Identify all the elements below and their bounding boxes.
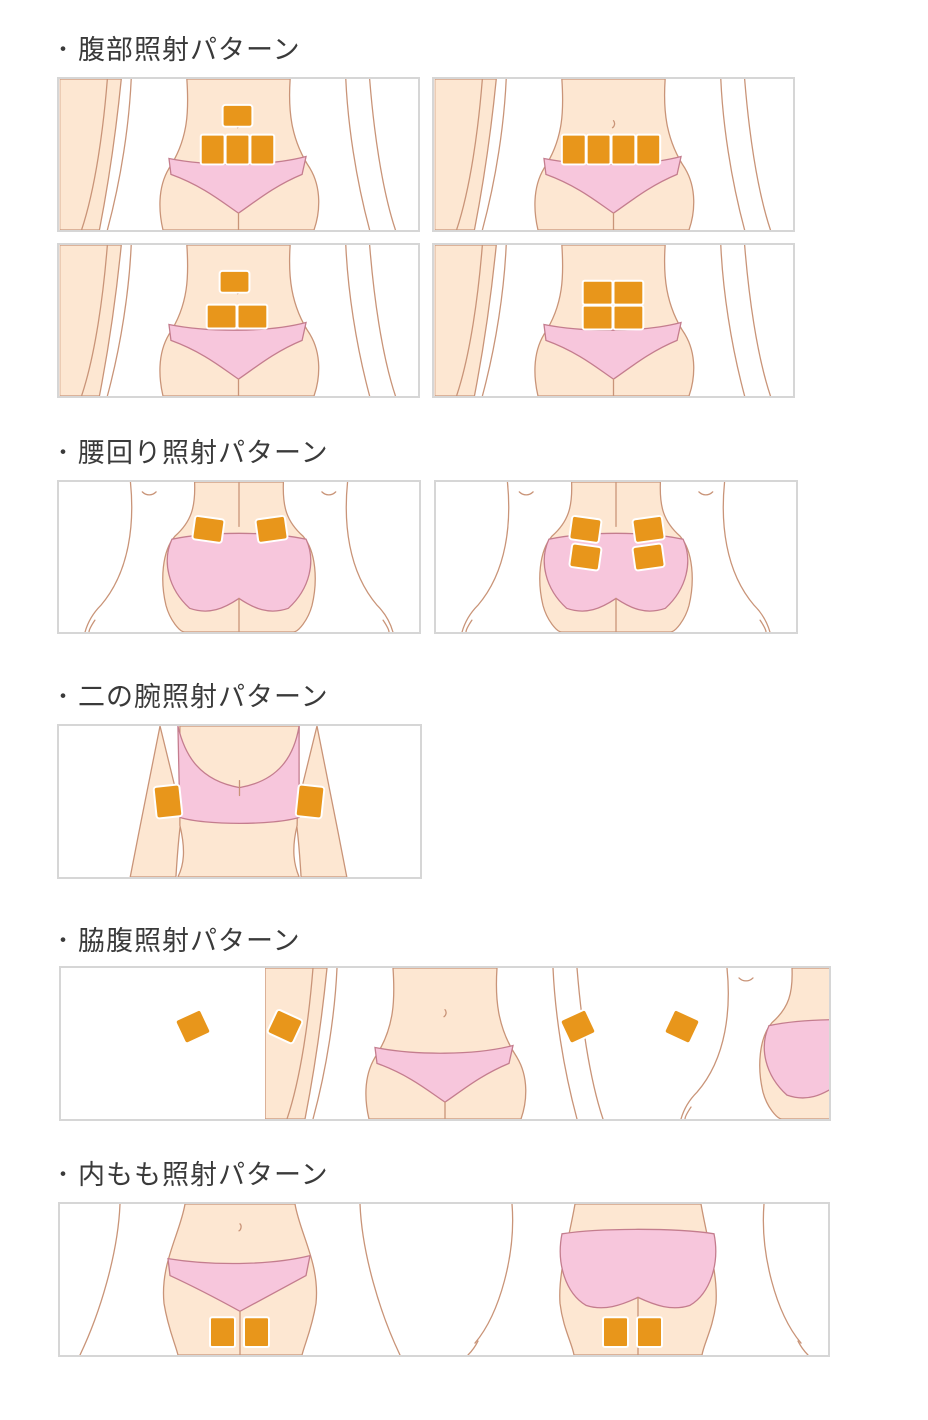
inner-thigh-pattern-figure [79, 1204, 809, 1355]
laser-pad [636, 1316, 663, 1349]
abdomen-pattern-figure-1 [59, 79, 418, 230]
laser-pad [174, 1009, 212, 1045]
laser-pad [236, 303, 269, 330]
flank-pattern-panel [59, 966, 831, 1121]
bullet: ・ [52, 441, 76, 466]
laser-pad [568, 514, 603, 544]
laser-pad [612, 304, 645, 331]
laser-pad [209, 1316, 236, 1349]
heading-text: 二の腕照射パターン [78, 682, 329, 713]
waist-pattern-panel-1 [57, 480, 421, 634]
laser-pad [254, 514, 289, 544]
laser-pad [266, 1009, 304, 1045]
section-heading-inner-thigh: ・内もも照射パターン [52, 1159, 329, 1193]
heading-text: 腹部照射パターン [78, 35, 301, 66]
bullet: ・ [52, 1163, 76, 1188]
laser-pad [294, 783, 326, 820]
section-heading-waist: ・腰回り照射パターン [52, 437, 329, 471]
heading-text: 脇腹照射パターン [78, 926, 301, 957]
abdomen-pattern-figure-2 [434, 79, 793, 230]
abdomen-pattern-figure-4 [434, 245, 793, 396]
section-heading-flank: ・脇腹照射パターン [52, 925, 301, 959]
laser-pad [631, 542, 666, 572]
upper-arm-pattern-panel [57, 724, 422, 879]
laser-pad [581, 304, 614, 331]
laser-pad [663, 1009, 701, 1045]
section-heading-abdomen: ・腹部照射パターン [52, 34, 301, 68]
laser-pad [205, 303, 238, 330]
laser-pad [568, 542, 603, 572]
laser-pad [218, 269, 251, 294]
abdomen-pattern-panel-3 [57, 243, 420, 398]
bullet: ・ [52, 685, 76, 710]
waist-pattern-figure-1 [59, 482, 419, 632]
heading-text: 腰回り照射パターン [78, 438, 329, 469]
laser-pad [221, 103, 254, 128]
abdomen-pattern-panel-1 [57, 77, 420, 232]
abdomen-pattern-panel-2 [432, 77, 795, 232]
laser-pad [152, 783, 184, 820]
laser-pad [199, 133, 226, 166]
waist-pattern-figure-2 [436, 482, 796, 632]
laser-pad [559, 1009, 597, 1045]
laser-pad [635, 133, 662, 166]
bullet: ・ [52, 929, 76, 954]
laser-pad [581, 279, 614, 306]
section-heading-upper-arm: ・二の腕照射パターン [52, 681, 329, 715]
waist-pattern-panel-2 [434, 480, 798, 634]
abdomen-pattern-figure-3 [59, 245, 418, 396]
laser-pad [243, 1316, 270, 1349]
heading-text: 内もも照射パターン [78, 1160, 329, 1191]
laser-pad [610, 133, 637, 166]
laser-pad [224, 133, 251, 166]
bullet: ・ [52, 38, 76, 63]
flank-pattern-figure [174, 968, 829, 1119]
laser-pad [585, 133, 612, 166]
abdomen-pattern-panel-4 [432, 243, 795, 398]
laser-pad [560, 133, 587, 166]
laser-pad [191, 514, 226, 544]
upper-arm-pattern-figure [59, 726, 420, 877]
laser-pad [602, 1316, 629, 1349]
inner-thigh-pattern-panel [58, 1202, 830, 1357]
laser-pad [612, 279, 645, 306]
laser-pad [249, 133, 276, 166]
laser-pad [631, 514, 666, 544]
